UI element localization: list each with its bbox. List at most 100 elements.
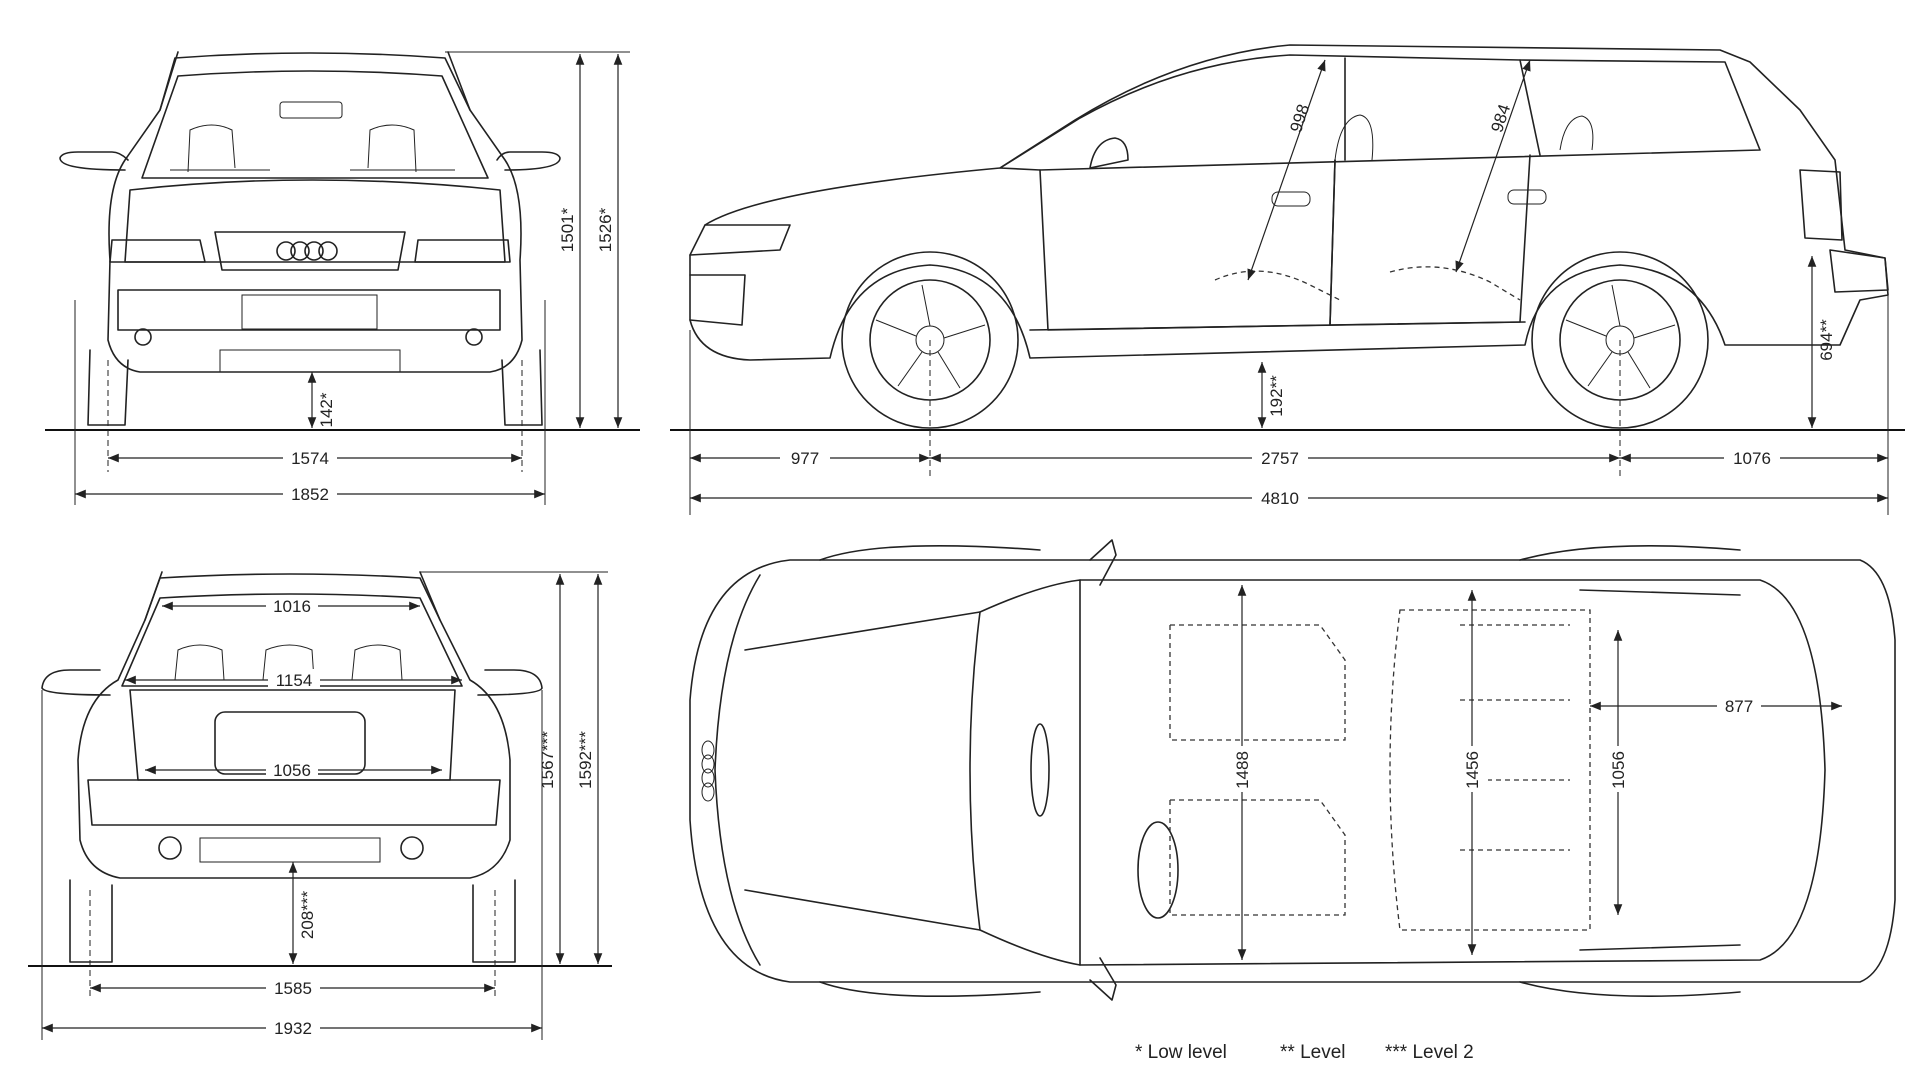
label-bg [283,447,337,467]
rear-height-label: 1567*** [538,731,557,789]
skid-plate [219,349,401,373]
label-bg [1717,695,1761,715]
front-seat-outline [1214,270,1341,301]
hatch-width-label: 1056 [273,761,311,780]
front-left-wheel [87,349,129,426]
label-bg [1252,447,1308,467]
front-track-label: 1574 [291,449,329,468]
rear-bench-top [1389,609,1591,931]
top-right-mirror [1089,957,1117,1001]
rear-headrest [1559,115,1594,151]
rear-roof-rails [144,571,441,621]
steering-wheel [1137,821,1179,919]
label-bg [266,759,318,779]
front-clearance-label: 142* [317,392,336,427]
rear-body-outline [77,573,511,879]
front-view: 142* 1501* 1526* 1574 1852 [45,51,640,505]
front-width-label: 1852 [291,485,329,504]
rear-view-mirror [279,101,343,119]
right-mirror [496,151,561,171]
label-bg [1602,746,1634,792]
rear-headroom-label: 984 [1487,102,1514,135]
label-bg [283,483,337,503]
right-fog-light [465,328,483,346]
cargo-length-label: 877 [1725,697,1753,716]
rear-clearance-label: 208*** [298,891,317,940]
rear-door [1329,154,1531,326]
top-windshield [969,579,1081,966]
front-bumper-side [689,274,746,326]
cargo-width-label: 1056 [1609,751,1628,789]
front-headroom-label: 998 [1286,102,1313,135]
label-bg [1724,447,1780,467]
rear-window [121,593,463,687]
roof-rails [159,51,471,111]
side-body-outline [689,44,1889,361]
front-headroom-dim [1247,59,1326,281]
legend: * Low level ** Level *** Level 2 [1135,1042,1474,1063]
right-headlight [414,239,511,263]
left-fog-light [134,328,152,346]
windshield [141,70,489,179]
plate-area [241,294,378,330]
label-bg [780,447,830,467]
legend-low-level: * Low level [1135,1042,1227,1063]
side-view: 998 984 192** 694** 977 2757 1076 4810 [670,44,1905,515]
top-view: 1488 1456 1056 877 [689,539,1896,1001]
rear-left-light [158,836,182,860]
rear-width-label: 1932 [274,1019,312,1038]
rear-seat-outline [1389,266,1521,301]
front-seat-right-top [1169,799,1346,916]
front-wheel-side [841,251,1019,429]
front-body-outline [107,52,523,373]
front-seat-right [367,124,417,173]
front-shoulder-label: 1488 [1233,751,1252,789]
side-clearance-label: 192** [1267,375,1286,417]
left-mirror [59,151,129,171]
rear-overhang-label: 1076 [1733,449,1771,468]
legend-level-2: *** Level 2 [1385,1042,1474,1063]
hood-front-edge [714,574,761,966]
rear-track-label: 1585 [274,979,312,998]
rear-headroom-dim [1455,59,1531,273]
front-right-wheel [501,349,543,426]
rear-bumper-side [1829,249,1889,293]
wheelbase-label: 2757 [1261,449,1299,468]
label-bg [266,977,320,997]
front-door [1039,159,1336,331]
hood-lines [744,611,981,931]
roof-width-label: 1016 [273,597,311,616]
front-roof-height-label: 1526* [596,207,615,252]
rear-right-light [400,836,424,860]
label-bg [266,1017,320,1037]
front-bumper [117,289,501,331]
rear-seat-divisions [1460,624,1570,851]
front-seat-left-top [1169,624,1346,741]
length-label: 4810 [1261,489,1299,508]
label-bg [1252,487,1308,507]
label-bg [1226,746,1258,792]
front-height-label: 1501* [558,207,577,252]
top-left-mirror [1089,539,1117,586]
label-bg [268,669,320,689]
front-headrest [1334,114,1374,161]
tail-light [1799,169,1843,241]
top-mirror-detail [1030,723,1050,817]
rear-bumper [87,779,501,826]
front-overhang-label: 977 [791,449,819,468]
rear-right-wheel [472,879,516,963]
top-body-outline [689,559,1896,983]
cargo-lines [1579,589,1741,951]
rear-arches [1519,544,1741,998]
inner-width-label: 1154 [276,671,313,690]
side-mirror [1089,137,1129,169]
side-sill [1029,321,1526,331]
rear-view: 1016 1154 1056 208*** 1567*** 1592*** 15… [28,571,612,1040]
audi-rings-logo [276,241,338,261]
rear-seats-visible [174,644,403,681]
rear-left-wheel [69,879,113,963]
label-bg [1456,746,1488,792]
hood [124,179,506,263]
front-seat-left [187,124,236,173]
